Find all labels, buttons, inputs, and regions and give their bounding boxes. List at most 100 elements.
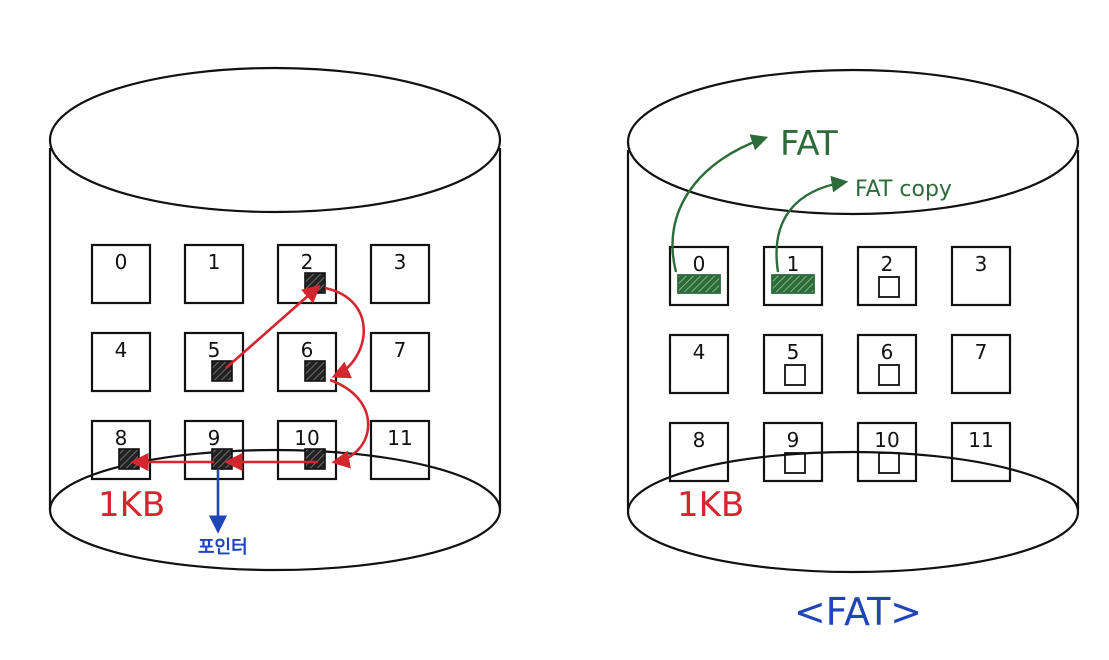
right_disk-block-11: 11 bbox=[950, 421, 1012, 483]
right_disk-block-outline bbox=[668, 245, 730, 307]
right_disk-block-number: 7 bbox=[975, 340, 988, 364]
left_disk-block-3: 3 bbox=[369, 243, 431, 305]
left_disk-block-number: 4 bbox=[115, 338, 128, 362]
left_disk-block-outline bbox=[276, 419, 338, 481]
right_disk-block-1: 1 bbox=[762, 245, 824, 307]
left_disk-block-4: 4 bbox=[90, 331, 152, 393]
right_disk-block-number: 2 bbox=[881, 252, 894, 276]
right_disk-block-number: 3 bbox=[975, 252, 988, 276]
right_disk-block-number: 11 bbox=[968, 428, 993, 452]
left_disk-block-number: 11 bbox=[387, 426, 412, 450]
right_disk-block-10: 10 bbox=[856, 421, 918, 483]
right_disk-block-number: 10 bbox=[874, 428, 899, 452]
left_disk-block-number: 2 bbox=[301, 250, 314, 274]
right_disk-block-0: 0 bbox=[668, 245, 730, 307]
left-chain-arrows bbox=[130, 284, 370, 472]
left_disk-block-number: 9 bbox=[208, 426, 221, 450]
right_disk-block-number: 0 bbox=[693, 252, 706, 276]
right_disk-block-outline bbox=[668, 421, 730, 483]
empty-block-marker bbox=[878, 364, 900, 386]
left_disk-block-number: 0 bbox=[115, 250, 128, 274]
right_disk-block-outline bbox=[856, 333, 918, 395]
fat-copy-label: FAT copy bbox=[855, 177, 952, 202]
right_disk-block-outline bbox=[856, 245, 918, 307]
empty-block-marker bbox=[784, 452, 806, 474]
empty-block-marker bbox=[784, 364, 806, 386]
left_disk-block-number: 5 bbox=[208, 338, 221, 362]
fat-arrows bbox=[671, 134, 849, 273]
right_disk-block-outline bbox=[762, 421, 824, 483]
right_disk-block-outline bbox=[950, 245, 1012, 307]
left-block-grid: 0 1 2 3 4 5 6 7 8 9 10 11 bbox=[90, 243, 431, 481]
left_disk-block-number: 10 bbox=[294, 426, 319, 450]
used-block-marker bbox=[211, 448, 233, 470]
left_disk-block-0: 0 bbox=[90, 243, 152, 305]
right_disk-block-3: 3 bbox=[950, 245, 1012, 307]
pointer-label: 포인터 bbox=[198, 537, 248, 558]
left_disk-block-10: 10 bbox=[276, 419, 338, 481]
right_disk-block-7: 7 bbox=[950, 333, 1012, 395]
left_disk-block-number: 7 bbox=[394, 338, 407, 362]
left_disk-block-2: 2 bbox=[276, 243, 338, 305]
left-disk-bottom bbox=[48, 448, 502, 572]
used-block-marker bbox=[304, 360, 326, 382]
right_disk-block-outline bbox=[762, 333, 824, 395]
chain-arrow-2-to-6 bbox=[324, 286, 365, 379]
left_disk-block-outline bbox=[183, 331, 245, 393]
right-disk-top bbox=[626, 68, 1080, 216]
right_disk-block-4: 4 bbox=[668, 333, 730, 395]
right_disk-block-6: 6 bbox=[856, 333, 918, 395]
used-block-marker bbox=[304, 448, 326, 470]
left_disk-block-outline bbox=[90, 331, 152, 393]
chain-arrow-6-to-10 bbox=[329, 378, 370, 469]
left_disk-block-outline bbox=[369, 331, 431, 393]
right_disk-block-outline bbox=[950, 333, 1012, 395]
right_disk-block-5: 5 bbox=[762, 333, 824, 395]
used-block-marker bbox=[118, 448, 140, 470]
left-disk-top bbox=[48, 66, 502, 214]
fat-table-marker bbox=[677, 274, 721, 294]
right-disk-bottom bbox=[626, 450, 1080, 574]
left_disk-block-number: 8 bbox=[115, 426, 128, 450]
right_disk-block-number: 4 bbox=[693, 340, 706, 364]
right-disk bbox=[626, 68, 1080, 574]
fat-label: FAT bbox=[780, 124, 838, 164]
diagram-caption: <FAT> bbox=[794, 590, 922, 634]
right-block-grid: 0 1 2 3 4 5 6 7 8 9 10 11 bbox=[668, 245, 1012, 483]
empty-block-marker bbox=[878, 276, 900, 298]
left_disk-block-11: 11 bbox=[369, 419, 431, 481]
empty-block-marker bbox=[878, 452, 900, 474]
fat-copy-table-marker bbox=[771, 274, 815, 294]
right_disk-block-number: 5 bbox=[787, 340, 800, 364]
right_disk-block-number: 1 bbox=[787, 252, 800, 276]
right_disk-block-outline bbox=[950, 421, 1012, 483]
right_disk-block-number: 6 bbox=[881, 340, 894, 364]
left_disk-block-outline bbox=[90, 419, 152, 481]
left_disk-block-number: 1 bbox=[208, 250, 221, 274]
fat-copy-arrow bbox=[775, 175, 849, 273]
right_disk-block-number: 9 bbox=[787, 428, 800, 452]
left_disk-block-outline bbox=[183, 419, 245, 481]
fat-arrow bbox=[671, 134, 769, 273]
right_disk-block-outline bbox=[668, 333, 730, 395]
left_disk-block-outline bbox=[369, 243, 431, 305]
right_disk-block-9: 9 bbox=[762, 421, 824, 483]
right_disk-block-8: 8 bbox=[668, 421, 730, 483]
right-size-label: 1KB bbox=[677, 485, 744, 525]
right_disk-block-number: 8 bbox=[693, 428, 706, 452]
left_disk-block-outline bbox=[369, 419, 431, 481]
left_disk-block-number: 6 bbox=[301, 338, 314, 362]
right_disk-block-outline bbox=[762, 245, 824, 307]
left_disk-block-8: 8 bbox=[90, 419, 152, 481]
left-disk bbox=[48, 66, 502, 572]
left_disk-block-1: 1 bbox=[183, 243, 245, 305]
left_disk-block-number: 3 bbox=[394, 250, 407, 274]
right_disk-block-2: 2 bbox=[856, 245, 918, 307]
left_disk-block-6: 6 bbox=[276, 331, 338, 393]
left_disk-block-outline bbox=[183, 243, 245, 305]
left_disk-block-7: 7 bbox=[369, 331, 431, 393]
right_disk-block-outline bbox=[856, 421, 918, 483]
left-size-label: 1KB bbox=[98, 485, 165, 525]
